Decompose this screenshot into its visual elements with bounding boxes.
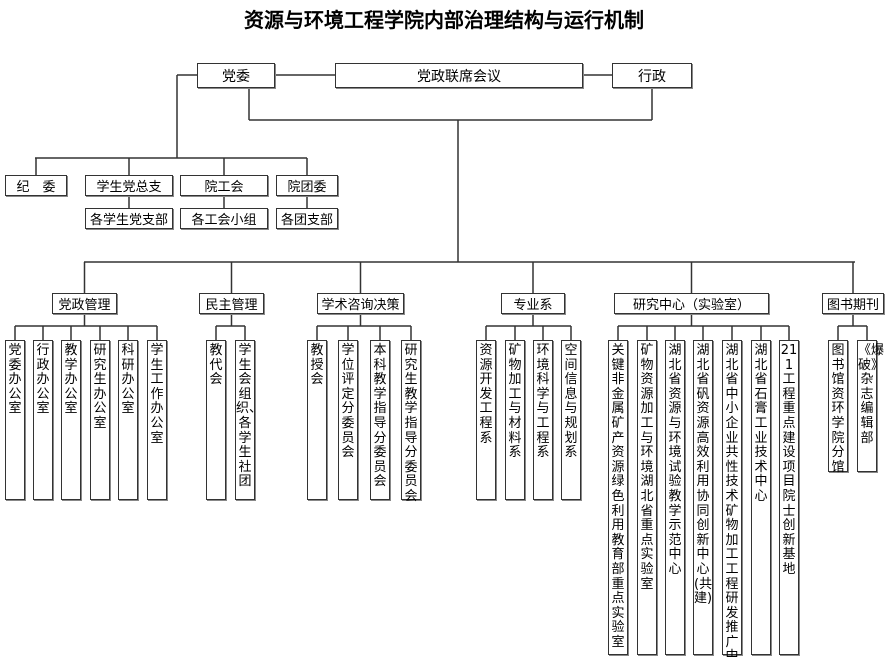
unit-column-box: 湖北省资源与环境试验教学示范中心 — [665, 340, 685, 655]
unit-column-box: 环境科学与工程系 — [533, 340, 553, 500]
unit-column-box: 研究生教学指导分委员会 — [401, 340, 421, 504]
category-box: 学术咨询决策 — [317, 293, 404, 314]
unit-column-box: 图书馆资环学院分馆 — [828, 340, 848, 475]
unit-column-box: 学生工作办公室 — [147, 340, 167, 500]
party-unit-box: 院工会 — [180, 175, 268, 196]
unit-column-box: 研究生办公室 — [90, 340, 110, 500]
joint-meeting-box: 党政联席会议 — [335, 63, 583, 88]
category-box: 研究中心（实验室） — [614, 293, 769, 314]
party-sub-unit-box: 各工会小组 — [180, 208, 268, 229]
unit-column-box: 行政办公室 — [33, 340, 53, 500]
party-sub-unit-box: 各学生党支部 — [85, 208, 173, 229]
category-box: 民主管理 — [199, 293, 264, 314]
unit-column-box: 教授会 — [307, 340, 327, 500]
unit-column-box: 资源开发工程系 — [476, 340, 496, 500]
unit-column-box: 本科教学指导分委员会 — [370, 340, 390, 500]
unit-column-box: 湖北省矾资源高效利用协同创新中心(共建) — [693, 340, 713, 655]
category-box: 图书期刊 — [822, 293, 884, 314]
party-sub-unit-box: 各团支部 — [276, 208, 338, 229]
unit-column-box: 湖北省石膏工业技术中心 — [751, 340, 771, 655]
party-unit-box: 学生党总支 — [85, 175, 173, 196]
unit-column-box: 科研办公室 — [118, 340, 138, 500]
unit-column-box: 教学办公室 — [61, 340, 81, 500]
unit-column-box: 矿物资源加工与环境湖北省重点实验室 — [637, 340, 657, 655]
unit-column-box: 关键非金属矿产资源绿色利用教育部重点实验室 — [608, 340, 628, 655]
unit-column-box: 空间信息与规划系 — [561, 340, 581, 500]
category-box: 党政管理 — [52, 293, 117, 314]
unit-column-box: 211工程重点建设项目院士创新基地 — [779, 340, 799, 655]
category-box: 专业系 — [501, 293, 565, 314]
unit-column-box: 湖北省中小企业共性技术矿物加工工程研发推广中心 — [722, 340, 742, 657]
unit-column-box: 矿物加工与材料系 — [505, 340, 525, 500]
party-committee-box: 党委 — [197, 63, 275, 88]
unit-column-box: 《爆破》杂志编辑部 — [857, 340, 884, 472]
unit-column-box: 教代会 — [206, 340, 226, 500]
unit-column-box: 学生会组织、各学生社团 — [235, 340, 262, 500]
unit-column-box: 学位评定分委员会 — [338, 340, 358, 500]
party-unit-box: 纪 委 — [5, 175, 67, 196]
page-title: 资源与环境工程学院内部治理结构与运行机制 — [244, 8, 644, 32]
administration-box: 行政 — [612, 63, 692, 88]
party-unit-box: 院团委 — [276, 175, 338, 196]
unit-column-box: 党委办公室 — [5, 340, 25, 500]
